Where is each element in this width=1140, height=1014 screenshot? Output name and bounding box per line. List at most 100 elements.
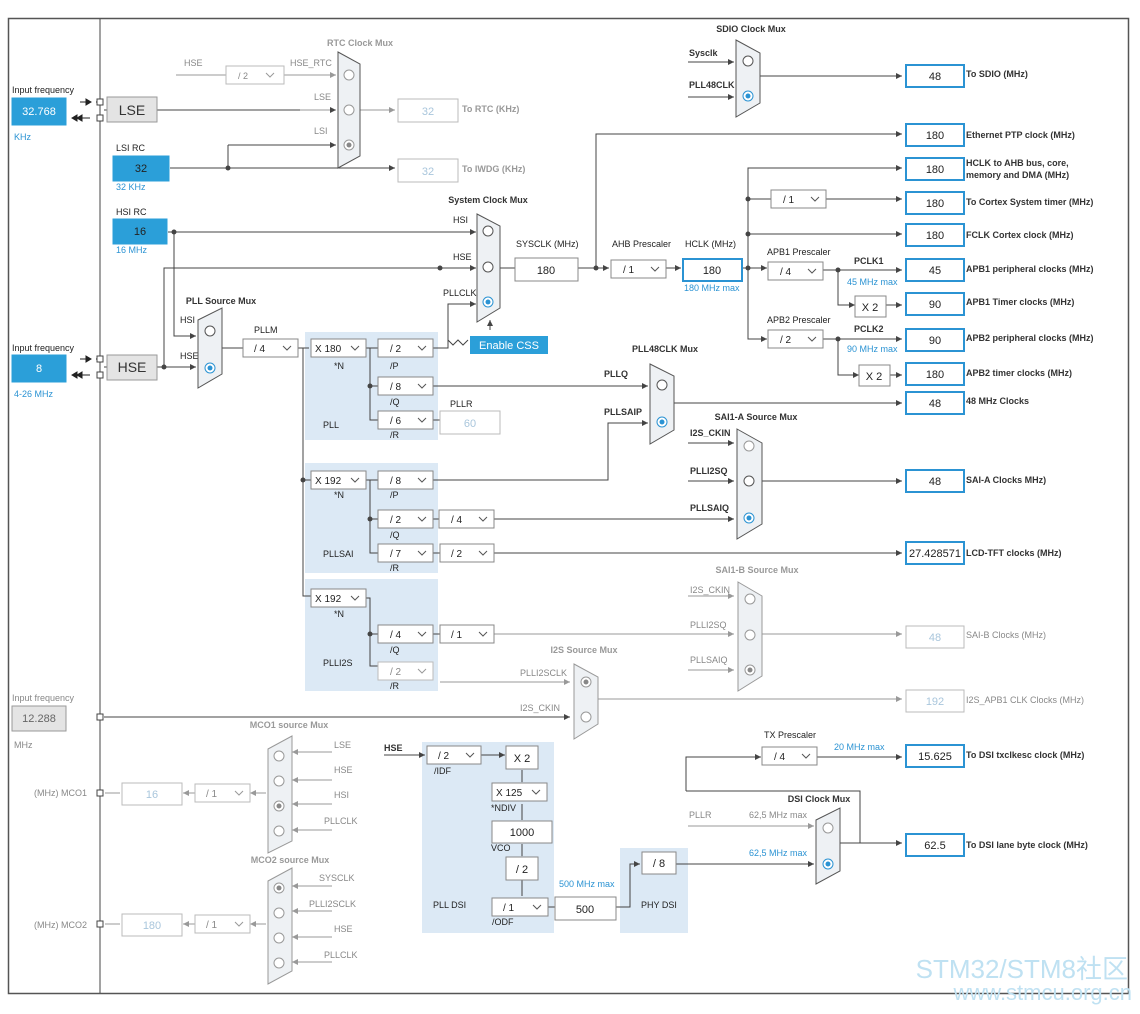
sai1a-radio-2[interactable] xyxy=(743,475,755,487)
rtc-in-hse: HSE xyxy=(184,58,203,68)
lse-frequency-input[interactable] xyxy=(11,97,67,126)
pllsai-r-divider-select[interactable] xyxy=(439,543,495,563)
cortex-timer-divider-select[interactable] xyxy=(770,189,827,209)
pll-q-select[interactable] xyxy=(377,376,434,396)
sysclk-mux-in-hse: HSE xyxy=(453,252,472,262)
sysclk-radio-hsi[interactable] xyxy=(482,225,494,237)
sai1b-radio-2[interactable] xyxy=(744,629,756,641)
i2s-source-mux xyxy=(573,663,599,740)
chevron-down-icon xyxy=(417,477,427,483)
sai1b-radio-1[interactable] xyxy=(744,593,756,605)
chevron-down-icon xyxy=(417,345,427,351)
sysclk-mux-in-hsi: HSI xyxy=(453,215,468,225)
ahb-prescaler-select[interactable] xyxy=(610,259,667,279)
sai1b-in3: PLLSAIQ xyxy=(690,655,728,665)
pllm-value: / 4 xyxy=(254,344,266,355)
mco2-output xyxy=(121,913,183,937)
apb2-timer-output xyxy=(905,362,965,386)
plli2s-q-select[interactable] xyxy=(377,624,434,644)
pllsai-q-select[interactable] xyxy=(377,509,434,529)
pll48-radio-pllq[interactable] xyxy=(656,379,668,391)
pll48clk-mux xyxy=(649,363,675,445)
pllsai-q-value: / 2 xyxy=(390,515,402,526)
dsi-radio-pllr[interactable] xyxy=(822,822,834,834)
rtc-radio-hse[interactable] xyxy=(343,69,355,81)
hclk-input[interactable] xyxy=(682,258,743,282)
chevron-down-icon xyxy=(234,921,244,927)
pll-source-mux-title: PLL Source Mux xyxy=(186,296,256,306)
lsi-sub: 32 KHz xyxy=(116,182,146,192)
mco1-output xyxy=(121,782,183,806)
dsi-clock-mux-title: DSI Clock Mux xyxy=(788,794,851,804)
pllsai-p-select[interactable] xyxy=(377,470,434,490)
apb2-prescaler-select[interactable] xyxy=(767,329,824,349)
pllsai-n-select[interactable] xyxy=(310,470,367,490)
arrowheads-grey xyxy=(183,72,902,965)
phy-dsi-divider xyxy=(641,851,677,875)
enable-css-button[interactable] xyxy=(470,336,548,354)
dsi-idf-select[interactable] xyxy=(426,745,482,765)
hsi-sub: 16 MHz xyxy=(116,245,148,255)
apb1-timer-multiplier xyxy=(854,295,887,318)
chevron-down-icon xyxy=(417,516,427,522)
dsi-odf-label: /ODF xyxy=(492,917,514,927)
rtc-in-hse-rtc: HSE_RTC xyxy=(290,58,332,68)
i2s-radio-2[interactable] xyxy=(580,711,592,723)
plli2s-r-select[interactable] xyxy=(377,661,434,681)
chevron-down-icon xyxy=(465,752,475,758)
apb1-prescaler-select[interactable] xyxy=(767,261,824,281)
sysclk-radio-hse[interactable] xyxy=(482,261,494,273)
apb1-timer-value: 90 xyxy=(929,299,941,311)
mco1-divider-value: / 1 xyxy=(206,789,218,800)
sai1b-in1: I2S_CKIN xyxy=(690,585,730,595)
lsi-label: LSI RC xyxy=(116,143,146,153)
pllsai-q-divider-select[interactable] xyxy=(438,509,495,529)
plli2s-q-label: /Q xyxy=(390,645,400,655)
pllsai-r-select[interactable] xyxy=(377,543,434,563)
apb1-peripheral-label: APB1 peripheral clocks (MHz) xyxy=(966,264,1094,274)
sdio-radio-sysclk[interactable] xyxy=(742,55,754,67)
pll-n-select[interactable] xyxy=(310,338,367,358)
mco1-in4: PLLCLK xyxy=(324,816,358,826)
pll-source-radio-hsi[interactable] xyxy=(204,325,216,337)
mco2-label: (MHz) MCO2 xyxy=(34,920,87,930)
tx-prescaler-select[interactable] xyxy=(761,746,818,766)
dsi-x2-value: X 2 xyxy=(514,753,531,765)
plli2s-r-value: / 2 xyxy=(390,667,402,678)
apb2-peripheral-output xyxy=(905,328,965,352)
mco2-mux-title: MCO2 source Mux xyxy=(251,855,330,865)
pll-r-select[interactable] xyxy=(377,410,434,430)
chevron-down-icon xyxy=(807,336,817,342)
dsi-pll-output xyxy=(554,896,617,921)
mco2-divider-select[interactable] xyxy=(194,914,251,934)
dsi-odf-select[interactable] xyxy=(491,897,549,917)
lse-frequency-value: 32.768 xyxy=(22,106,56,118)
hse-frequency-input[interactable] xyxy=(11,354,67,383)
chevron-down-icon xyxy=(810,196,820,202)
apb2-timer-label: APB2 timer clocks (MHz) xyxy=(966,368,1072,378)
hclk-bus-label-2: memory and DMA (MHz) xyxy=(966,170,1069,180)
mco1-divider-select[interactable] xyxy=(194,783,251,803)
pll-p-select[interactable] xyxy=(377,338,434,358)
pllr-value: 60 xyxy=(464,418,476,430)
enable-css-label: Enable CSS xyxy=(479,340,539,352)
i2s-connector-icon xyxy=(96,713,104,721)
chevron-down-icon xyxy=(417,631,427,637)
lse-connector-icon xyxy=(71,98,104,122)
rtc-radio-lse[interactable] xyxy=(343,104,355,116)
pllsai-q-divider-value: / 4 xyxy=(451,515,463,526)
plli2s-q-value: / 4 xyxy=(390,630,402,641)
lse-unit: KHz xyxy=(14,132,32,142)
i2s-frequency-input[interactable] xyxy=(11,705,67,732)
sai1a-radio-1[interactable] xyxy=(743,440,755,452)
rtc-in-lse: LSE xyxy=(314,92,331,102)
pllm-select[interactable] xyxy=(242,338,299,358)
dsi-max2: 62,5 MHz max xyxy=(749,848,808,858)
plli2s-n-select[interactable] xyxy=(310,588,367,608)
rtc-hse-divider[interactable] xyxy=(225,65,285,85)
plli2s-q-divider-select[interactable] xyxy=(439,624,495,644)
chevron-down-icon xyxy=(478,516,488,522)
i2s-apb1-label: I2S_APB1 CLK Clocks (MHz) xyxy=(966,695,1084,705)
dsi-ndiv-select[interactable] xyxy=(491,782,548,802)
